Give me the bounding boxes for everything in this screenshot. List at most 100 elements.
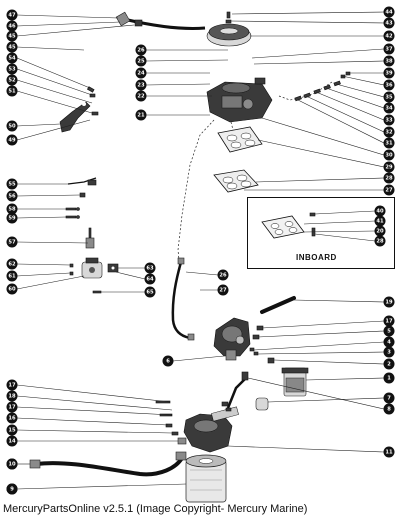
- callout-43: 43: [383, 17, 395, 29]
- callout-number: 54: [8, 55, 16, 61]
- callout-number: 65: [146, 289, 154, 295]
- callout-number: 53: [8, 66, 16, 72]
- callout-number: 62: [8, 261, 16, 267]
- pump-tube: [226, 377, 247, 409]
- fitting-elbow: [255, 397, 269, 411]
- callout-number: 34: [385, 105, 393, 111]
- image-caption: MercuryPartsOnline v2.5.1 (Image Copyrig…: [3, 503, 308, 515]
- callout-5: 5: [383, 325, 395, 337]
- bottom-left-screws: [155, 400, 232, 436]
- return-hose: [29, 451, 187, 477]
- callout-number: 45: [8, 44, 16, 50]
- callout-61: 61: [6, 270, 18, 282]
- callout-25: 25: [135, 55, 147, 67]
- callout-number: 32: [385, 129, 393, 135]
- callout-58: 58: [6, 203, 18, 215]
- callout-number: 26: [137, 47, 145, 53]
- callout-55: 55: [6, 178, 18, 190]
- fuel-line-top: [115, 11, 206, 30]
- carb-gasket-1: [217, 126, 263, 153]
- callout-60: 60: [6, 283, 18, 295]
- callout-number: 5: [387, 328, 391, 334]
- callout-28: 28: [374, 235, 386, 247]
- callout-41: 41: [374, 215, 386, 227]
- callout-7: 7: [383, 392, 395, 404]
- callout-number: 56: [8, 193, 16, 199]
- callout-number: 40: [376, 208, 384, 214]
- callout-number: 49: [8, 137, 16, 143]
- fuel-filter: [281, 367, 309, 397]
- callout-number: 19: [385, 299, 393, 305]
- callout-number: 26: [219, 272, 227, 278]
- callout-52: 52: [6, 74, 18, 86]
- callout-number: 27: [219, 287, 227, 293]
- callout-40: 40: [374, 205, 386, 217]
- callout-number: 17: [385, 318, 393, 324]
- callout-19: 19: [383, 296, 395, 308]
- filter-housing: [177, 406, 239, 453]
- fuel-filter-element: [185, 454, 227, 503]
- callout-number: 36: [385, 82, 393, 88]
- callout-number: 61: [8, 273, 16, 279]
- callout-number: 24: [137, 70, 145, 76]
- callout-number: 20: [376, 228, 384, 234]
- callout-number: 35: [385, 94, 393, 100]
- callout-47: 47: [6, 9, 18, 21]
- callout-number: 50: [8, 123, 16, 129]
- callout-51: 51: [6, 85, 18, 97]
- callout-31: 31: [383, 137, 395, 149]
- callout-number: 31: [385, 140, 393, 146]
- callout-number: 11: [385, 449, 393, 455]
- callout-57: 57: [6, 236, 18, 248]
- callout-10: 10: [6, 458, 18, 470]
- callout-number: 45: [8, 33, 16, 39]
- callout-29: 29: [383, 161, 395, 173]
- callout-number: 44: [385, 9, 393, 15]
- callout-38: 38: [383, 55, 395, 67]
- callout-27: 27: [383, 184, 395, 196]
- callout-number: 29: [385, 164, 393, 170]
- callout-number: 51: [8, 88, 16, 94]
- callout-34: 34: [383, 102, 395, 114]
- callout-23: 23: [135, 79, 147, 91]
- carb-gasket-2: [213, 169, 259, 193]
- callout-number: 57: [8, 239, 16, 245]
- callout-number: 2: [387, 361, 391, 367]
- callout-24: 24: [135, 67, 147, 79]
- callout-number: 55: [8, 181, 16, 187]
- callout-number: 4: [387, 339, 391, 345]
- callout-number: 39: [385, 70, 393, 76]
- callout-number: 15: [8, 427, 16, 433]
- callout-11: 11: [383, 446, 395, 458]
- callout-number: 22: [137, 93, 145, 99]
- callout-33: 33: [383, 114, 395, 126]
- callout-number: 6: [166, 358, 170, 364]
- callout-number: 33: [385, 117, 393, 123]
- callout-20: 20: [374, 225, 386, 237]
- callout-number: 46: [8, 23, 16, 29]
- callout-number: 23: [137, 82, 145, 88]
- callout-number: 47: [8, 12, 16, 18]
- callout-42: 42: [383, 30, 395, 42]
- left-screws-group: [65, 177, 97, 219]
- callout-37: 37: [383, 43, 395, 55]
- callout-number: 17: [8, 382, 16, 388]
- callout-28: 28: [383, 172, 395, 184]
- inboard-inset-label: INBOARD: [296, 253, 337, 262]
- carb-screws-right: [294, 71, 351, 102]
- callout-22: 22: [135, 90, 147, 102]
- callout-number: 60: [8, 286, 16, 292]
- callout-number: 30: [385, 152, 393, 158]
- callout-number: 43: [385, 20, 393, 26]
- callout-number: 14: [8, 438, 16, 444]
- callout-number: 38: [385, 58, 393, 64]
- callout-46: 46: [6, 20, 18, 32]
- callout-15: 15: [6, 424, 18, 436]
- callout-45: 45: [6, 41, 18, 53]
- fuel-line-end: [187, 333, 195, 341]
- callout-number: 28: [385, 175, 393, 181]
- callout-50: 50: [6, 120, 18, 132]
- flame-arrestor: [206, 11, 252, 47]
- callout-number: 25: [137, 58, 145, 64]
